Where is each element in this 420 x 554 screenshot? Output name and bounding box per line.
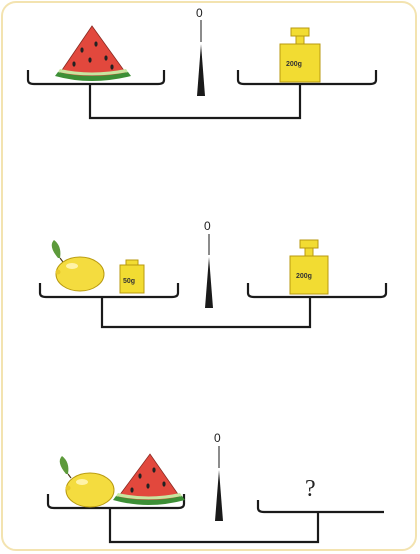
pointer-zero-label: 0: [196, 6, 203, 20]
weight-label: 200g: [296, 273, 312, 280]
weight-label: 200g: [286, 61, 302, 68]
pointer-zero-label: 0: [214, 431, 221, 445]
unknown-weight-question-mark: ?: [305, 476, 316, 502]
pointer-zero-label: 0: [204, 219, 211, 233]
weight-50g-icon: 50g: [120, 260, 144, 293]
weight-label: 50g: [123, 278, 135, 285]
